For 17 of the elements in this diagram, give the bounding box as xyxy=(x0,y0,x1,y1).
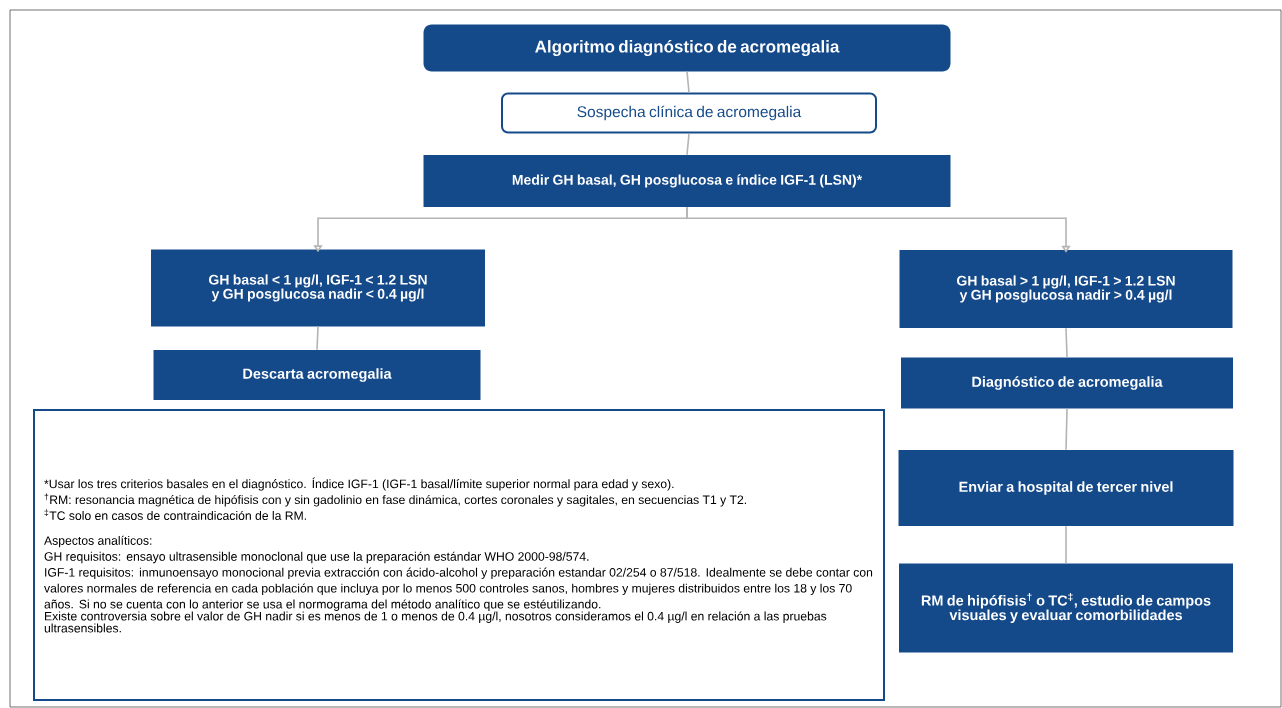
process-box: Diagnóstico de acromegalia xyxy=(901,357,1233,409)
connector-line xyxy=(1065,407,1068,451)
process-box: GH basal < 1 µg/l, IGF-1 < 1.2 LSN y GH posglucosa nadir < 0.4 µg/l xyxy=(151,249,485,327)
process-box: Descarta acromegalia xyxy=(153,350,481,400)
connector-line xyxy=(1065,327,1068,359)
note-box: *Usar los tres criterios basales en el diagnóstico. Índice IGF-1 (IGF-1 basal/límite superior normal para edad y sexo). $^{†}$RM: resonancia magnética de hipófisis con y sin gadolinio en fase dinámica, cortes coronales y sagitales, en secuencias T1 y T2. $^{‡}$TC solo en casos de contraindicación de la RM. Aspectos analíticos: GH requisitos: ensayo ultrasensible monoclonal que use la preparación estándar WHO 2000-98/574. IGF-1 requisitos: inmunoensayo monocional previa extracción con ácido-alcohol y preparación estandar 02/254 o 87/518. Idealmente se debe contar con valores normales de referencia en cada población que incluya por lo menos 500 controles sanos, hombres y mujeres distribuidos entre los 18 y los 70 años. Si no se cuenta con lo anterior se usa el normograma del método analítico que se estéutilizando. Existe controversia sobre el valor de GH nadir si es menos de 1 o menos de 0.4 µg/l, nosotros consideramos el 0.4 µg/l en relación a las pruebas ultrasensibles. xyxy=(33,409,885,701)
connector-line xyxy=(686,132,690,156)
process-box: GH basal > 1 µg/l, IGF-1 > 1.2 LSN y GH posglucosa nadir > 0.4 µg/l xyxy=(899,250,1233,328)
process-box: Sospecha clínica de acromegalia xyxy=(501,92,877,134)
connector-line xyxy=(1065,525,1067,565)
process-box: Medir GH basal, GH posglucosa e índice IGF-1 (LSN)* xyxy=(423,155,951,207)
connector-line xyxy=(686,70,690,94)
title-box: Algoritmo diagnóstico de acromegalia xyxy=(423,24,951,72)
connector-line xyxy=(316,325,319,351)
process-box: RM de hipófisis$^{†}$ o TC$^{‡}$, estudio de campos visuales y evaluar comorbilidades xyxy=(899,563,1233,653)
process-box: Enviar a hospital de tercer nivel xyxy=(898,450,1234,526)
arrow xyxy=(686,206,1071,253)
